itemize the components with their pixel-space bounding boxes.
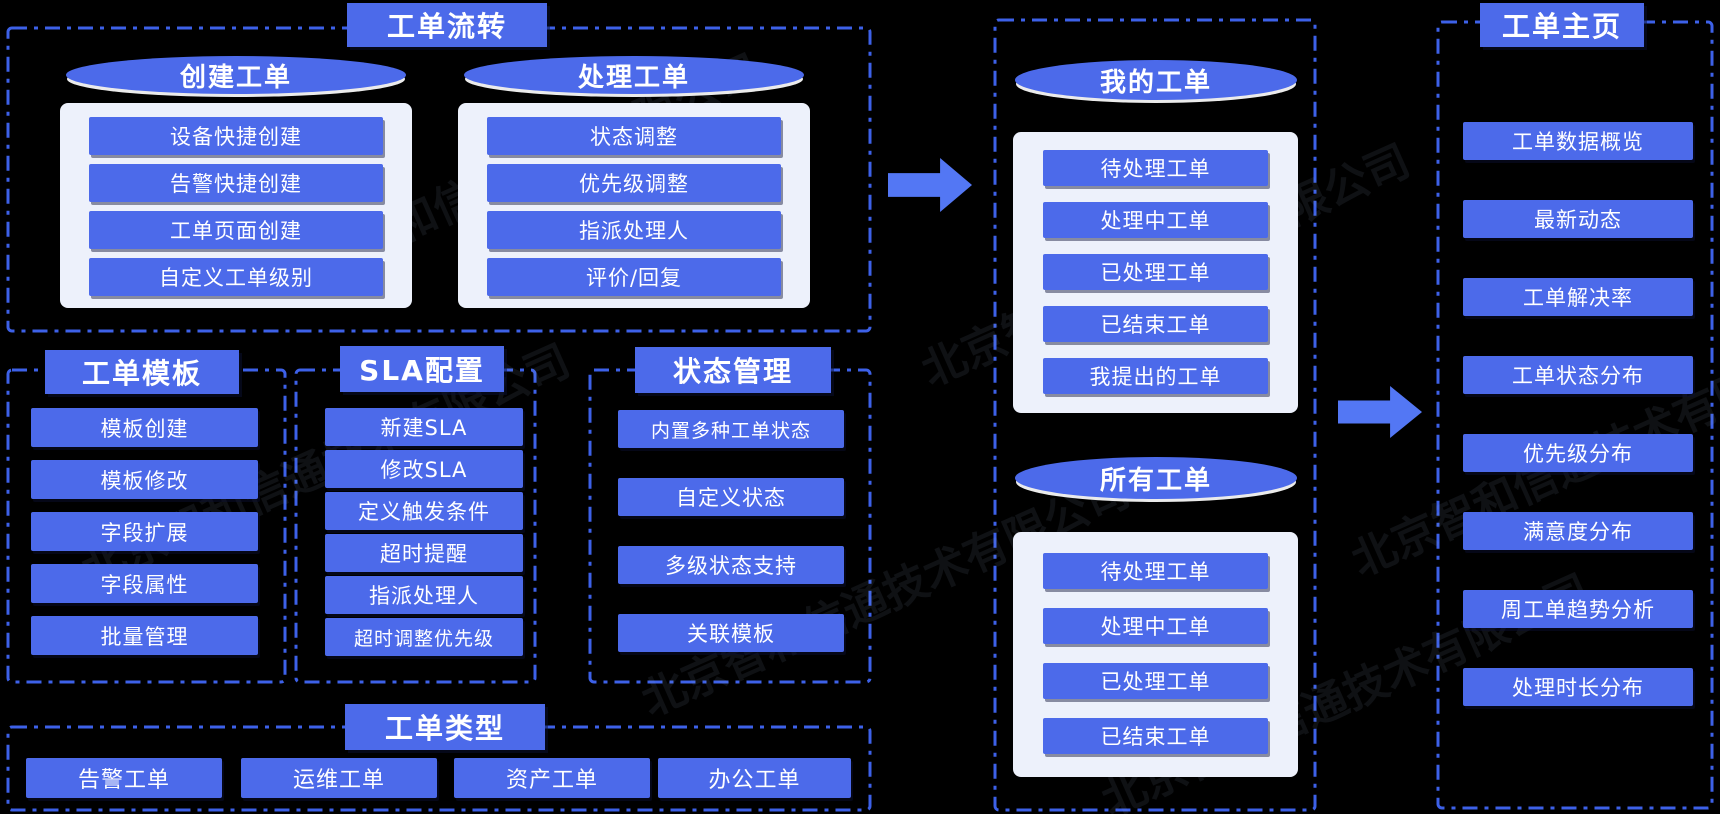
- item-priority-adjust: 优先级调整: [487, 164, 781, 202]
- item-resolution-rate: 工单解决率: [1463, 278, 1693, 316]
- all-tickets-oval-header: 所有工单: [1015, 457, 1297, 499]
- queues-section-border: [993, 18, 1317, 812]
- my-tickets-oval-header: 我的工单: [1015, 60, 1297, 100]
- item-all-processed: 已处理工单: [1043, 663, 1268, 699]
- status-section-title: 状态管理: [635, 347, 831, 393]
- flow-section-title: 工单流转: [347, 3, 547, 47]
- template-section-title: 工单模板: [45, 350, 239, 394]
- item-template-create: 模板创建: [31, 408, 258, 447]
- item-timeout-remind: 超时提醒: [325, 534, 523, 572]
- process-ticket-oval-header: 处理工单: [464, 56, 804, 94]
- item-alarm-quick-create: 告警快捷创建: [89, 164, 383, 202]
- item-satisfaction-distribution: 满意度分布: [1463, 512, 1693, 550]
- item-my-processed: 已处理工单: [1043, 254, 1268, 290]
- item-priority-distribution: 优先级分布: [1463, 434, 1693, 472]
- item-custom-ticket-level: 自定义工单级别: [89, 258, 383, 296]
- item-link-template: 关联模板: [618, 614, 844, 652]
- types-section-border: [6, 725, 872, 812]
- item-custom-status: 自定义状态: [618, 478, 844, 516]
- item-timeout-priority: 超时调整优先级: [325, 618, 523, 656]
- item-my-submitted: 我提出的工单: [1043, 358, 1268, 394]
- item-page-create: 工单页面创建: [89, 211, 383, 249]
- item-my-closed: 已结束工单: [1043, 306, 1268, 342]
- flow-section-border: [6, 26, 872, 333]
- create-ticket-oval-header: 创建工单: [66, 56, 406, 94]
- item-my-pending: 待处理工单: [1043, 150, 1268, 186]
- item-define-trigger: 定义触发条件: [325, 492, 523, 530]
- item-modify-sla: 修改SLA: [325, 450, 523, 488]
- item-asset-ticket: 资产工单: [454, 758, 650, 798]
- item-all-pending: 待处理工单: [1043, 553, 1268, 589]
- item-new-sla: 新建SLA: [325, 408, 523, 446]
- item-assign-handler: 指派处理人: [487, 211, 781, 249]
- item-status-distribution: 工单状态分布: [1463, 356, 1693, 394]
- item-field-extend: 字段扩展: [31, 512, 258, 551]
- item-alarm-ticket: 告警工单: [26, 758, 222, 798]
- types-section-title: 工单类型: [345, 704, 545, 750]
- item-status-adjust: 状态调整: [487, 117, 781, 155]
- item-weekly-trend: 周工单趋势分析: [1463, 590, 1693, 628]
- item-batch-manage: 批量管理: [31, 616, 258, 655]
- item-multilevel-status: 多级状态支持: [618, 546, 844, 584]
- sla-section-title: SLA配置: [340, 346, 504, 392]
- item-ops-ticket: 运维工单: [241, 758, 437, 798]
- item-latest-activity: 最新动态: [1463, 200, 1693, 238]
- item-device-quick-create: 设备快捷创建: [89, 117, 383, 155]
- item-template-modify: 模板修改: [31, 460, 258, 499]
- item-my-processing: 处理中工单: [1043, 202, 1268, 238]
- item-assign-handler-sla: 指派处理人: [325, 576, 523, 614]
- item-evaluate-reply: 评价/回复: [487, 258, 781, 296]
- sla-section-border: [294, 368, 537, 684]
- home-section-title: 工单主页: [1480, 3, 1644, 47]
- item-builtin-status: 内置多种工单状态: [618, 410, 844, 448]
- item-all-processing: 处理中工单: [1043, 608, 1268, 644]
- item-duration-distribution: 处理时长分布: [1463, 668, 1693, 706]
- item-field-property: 字段属性: [31, 564, 258, 603]
- item-office-ticket: 办公工单: [658, 758, 851, 798]
- item-data-overview: 工单数据概览: [1463, 122, 1693, 160]
- item-all-closed: 已结束工单: [1043, 718, 1268, 754]
